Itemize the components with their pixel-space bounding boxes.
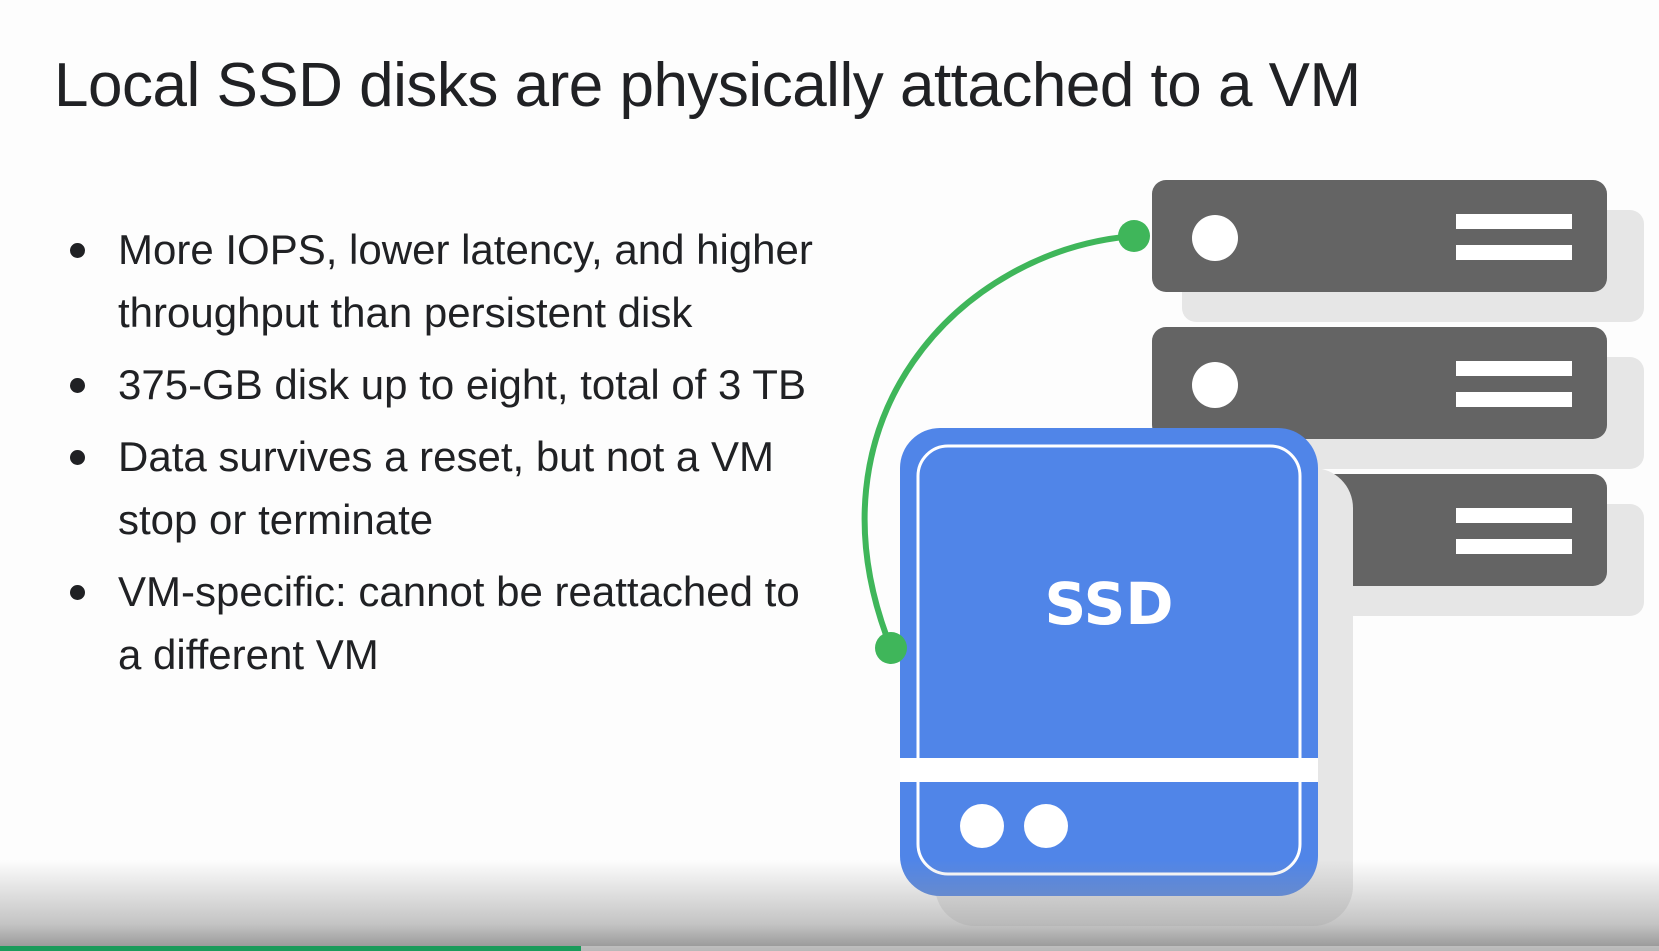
bullet-text: Data survives a reset, but not a VM stop… [118, 433, 774, 543]
ssd-label: SSD [1044, 570, 1173, 638]
slide-title: Local SSD disks are physically attached … [54, 51, 1361, 120]
bullet-item: Data survives a reset, but not a VM stop… [62, 425, 822, 551]
bullet-item: More IOPS, lower latency, and higher thr… [62, 218, 822, 344]
video-progress-bar[interactable] [0, 946, 1659, 951]
video-progress-fill [0, 946, 581, 951]
bullet-dot-icon [70, 450, 85, 465]
bullet-dot-icon [70, 585, 85, 600]
video-controls-gradient [0, 860, 1659, 951]
bullet-text: More IOPS, lower latency, and higher thr… [118, 226, 813, 336]
bullet-item: VM-specific: cannot be reattached to a d… [62, 560, 822, 686]
connector-cable-icon [861, 220, 1150, 664]
bullet-dot-icon [70, 378, 85, 393]
bullet-text: VM-specific: cannot be reattached to a d… [118, 568, 800, 678]
ssd-drive-icon: SSD [900, 428, 1353, 926]
server-unit [1152, 327, 1607, 439]
bullet-list: More IOPS, lower latency, and higher thr… [62, 218, 822, 695]
bullet-item: 375-GB disk up to eight, total of 3 TB [62, 353, 822, 416]
bullet-text: 375-GB disk up to eight, total of 3 TB [118, 361, 806, 408]
bullet-dot-icon [70, 243, 85, 258]
server-unit [1152, 180, 1607, 292]
